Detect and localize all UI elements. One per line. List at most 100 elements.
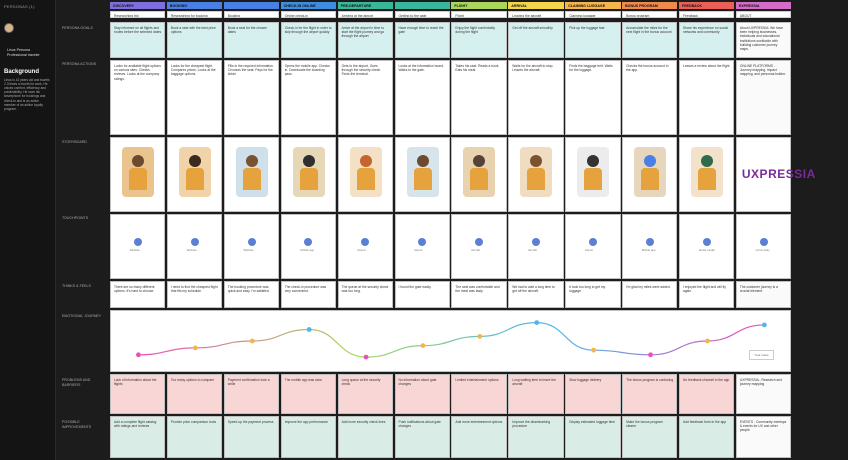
- thinks-cell[interactable]: I found the gate easily.: [394, 281, 450, 308]
- touchpoint-icon[interactable]: [361, 238, 370, 246]
- stage-header-12[interactable]: EXPRESSIA: [735, 2, 792, 9]
- improve-cell[interactable]: Display estimated luggage time: [565, 416, 621, 458]
- goals-cell[interactable]: Enjoy the flight comfortably during the …: [451, 22, 507, 58]
- improve-cell[interactable]: Add more entertainment options: [451, 416, 507, 458]
- touchpoint-cell[interactable]: [735, 214, 792, 279]
- thinks-cell[interactable]: It took too long to get my luggage.: [565, 281, 621, 308]
- touchpoint-cell[interactable]: [337, 214, 393, 279]
- problems-cell[interactable]: UXPRESSIA - Research and journey mapping: [735, 374, 792, 414]
- thinks-cell[interactable]: The seat was comfortable and the meal wa…: [451, 281, 507, 308]
- actions-cell[interactable]: ONLINE PLATFORMS - Journey mapping, impa…: [735, 60, 792, 135]
- substage-12[interactable]: ABOUT: [735, 11, 792, 18]
- substage-2[interactable]: Researching for booking: [166, 11, 223, 18]
- touchpoint-icon[interactable]: [702, 238, 711, 246]
- substage-4[interactable]: Online check-in: [280, 11, 337, 18]
- goals-cell[interactable]: Get off the aircraft smoothly: [508, 22, 564, 58]
- actions-cell[interactable]: Takes his seat. Reads a book. Eats his m…: [451, 60, 507, 135]
- actions-cell[interactable]: Finds the baggage belt. Waits for the lu…: [565, 60, 621, 135]
- touchpoint-cell[interactable]: [451, 214, 507, 279]
- touchpoint-icon[interactable]: [588, 238, 597, 246]
- problems-cell[interactable]: The bonus program is confusing: [622, 374, 678, 414]
- touchpoint-cell[interactable]: [110, 214, 166, 279]
- problems-cell[interactable]: Long waiting time to leave the aircraft: [508, 374, 564, 414]
- actions-cell[interactable]: Opens the mobile app. Checks in. Downloa…: [280, 60, 337, 135]
- goals-cell[interactable]: Book a seat with the best price options: [166, 22, 223, 58]
- stage-header-6[interactable]: [394, 2, 450, 9]
- touchpoint-cell[interactable]: [223, 214, 280, 279]
- touchpoint-cell[interactable]: [508, 214, 564, 279]
- touchpoint-cell[interactable]: [679, 214, 735, 279]
- actions-cell[interactable]: Leaves a review about the flight.: [679, 60, 735, 135]
- touchpoint-icon[interactable]: [190, 238, 199, 246]
- substage-10[interactable]: Bonus program: [622, 11, 678, 18]
- substage-6[interactable]: Getting to the gate: [394, 11, 450, 18]
- thinks-cell[interactable]: I enjoyed the flight and will fly again.: [679, 281, 735, 308]
- actions-cell[interactable]: Gets to the airport. Goes through the se…: [337, 60, 393, 135]
- stage-header-4[interactable]: CHECK-IN ONLINE: [280, 2, 337, 9]
- problems-cell[interactable]: Lack of information about the flights: [110, 374, 166, 414]
- touchpoint-icon[interactable]: [645, 238, 654, 246]
- problems-cell[interactable]: No feedback channel in the app: [679, 374, 735, 414]
- improve-cell[interactable]: Improve the disembarking procedure: [508, 416, 564, 458]
- problems-cell[interactable]: Slow luggage delivery: [565, 374, 621, 414]
- thinks-cell[interactable]: There are so many different options. It'…: [110, 281, 166, 308]
- improve-cell[interactable]: Push notifications about gate changes: [394, 416, 450, 458]
- goals-cell[interactable]: About UXPRESSIA: We have been helping bu…: [735, 22, 792, 58]
- touchpoint-icon[interactable]: [418, 238, 427, 246]
- actions-cell[interactable]: Checks the bonus account in the app.: [622, 60, 678, 135]
- thinks-cell[interactable]: We had to wait a long time to get off th…: [508, 281, 564, 308]
- stage-header-1[interactable]: DISCOVERY: [110, 2, 166, 9]
- goals-cell[interactable]: Stay informed on all flights and routes …: [110, 22, 166, 58]
- touchpoint-cell[interactable]: [166, 214, 223, 279]
- goals-cell[interactable]: Book a seat for the chosen dates: [223, 22, 280, 58]
- goals-cell[interactable]: Have enough time to reach the gate: [394, 22, 450, 58]
- goals-cell[interactable]: Accumulate the miles for the next flight…: [622, 22, 678, 58]
- stage-header-11[interactable]: FEEDBACK: [679, 2, 735, 9]
- stage-header-10[interactable]: BONUS PROGRAM: [622, 2, 678, 9]
- actions-cell[interactable]: Looks at the information board. Walks to…: [394, 60, 450, 135]
- touchpoint-icon[interactable]: [532, 238, 540, 246]
- substage-7[interactable]: Flight: [451, 11, 507, 18]
- touchpoint-cell[interactable]: [280, 214, 337, 279]
- problems-cell[interactable]: No information about gate changes: [394, 374, 450, 414]
- stage-header-8[interactable]: ARRIVAL: [508, 2, 564, 9]
- improve-cell[interactable]: EVENTS - Community meetups & events for …: [735, 416, 792, 458]
- persona-avatar[interactable]: [4, 23, 14, 33]
- actions-cell[interactable]: Waits for the aircraft to stop. Leaves t…: [508, 60, 564, 135]
- problems-cell[interactable]: Long queue at the security check: [337, 374, 393, 414]
- thinks-cell[interactable]: I'm glad my miles were added.: [622, 281, 678, 308]
- stage-header-9[interactable]: CLAIMING LUGGAGE: [565, 2, 621, 9]
- touchpoint-icon[interactable]: [247, 238, 256, 246]
- stage-header-3[interactable]: [223, 2, 280, 9]
- problems-cell[interactable]: Too many options to compare: [166, 374, 223, 414]
- thinks-cell[interactable]: I need to find the cheapest flight that …: [166, 281, 223, 308]
- substage-8[interactable]: Leaving the aircraft: [508, 11, 564, 18]
- improve-cell[interactable]: Add more security check lines: [337, 416, 393, 458]
- thinks-cell[interactable]: The customer journey is a crucial elemen…: [735, 281, 792, 308]
- goals-cell[interactable]: Arrive at the airport in time to start t…: [337, 22, 393, 58]
- stage-header-7[interactable]: FLIGHT: [451, 2, 507, 9]
- goals-cell[interactable]: Check-in for the flight in order to skip…: [280, 22, 337, 58]
- stage-header-5[interactable]: PRE-DEPARTURE: [337, 2, 393, 9]
- actions-cell[interactable]: Fills in the required information. Choos…: [223, 60, 280, 135]
- improve-cell[interactable]: Add a complete flight catalog with ratin…: [110, 416, 166, 458]
- storyboard-cell[interactable]: [735, 137, 792, 212]
- stage-header-2[interactable]: BOOKING: [166, 2, 223, 9]
- touchpoint-icon[interactable]: [475, 238, 484, 246]
- improve-cell[interactable]: Improve the app performance: [280, 416, 337, 458]
- substage-3[interactable]: Booking: [223, 11, 280, 18]
- problems-cell[interactable]: Limited entertainment options: [451, 374, 507, 414]
- touchpoint-cell[interactable]: [622, 214, 678, 279]
- actions-cell[interactable]: Looks for available flight options on va…: [110, 60, 166, 135]
- goals-cell[interactable]: Share his experience on social networks …: [679, 22, 735, 58]
- substage-1[interactable]: Researching trip: [110, 11, 166, 18]
- thinks-cell[interactable]: The booking procedure was quick and easy…: [223, 281, 280, 308]
- substage-9[interactable]: Claiming luggage: [565, 11, 621, 18]
- actions-cell[interactable]: Looks for the cheapest flight. Compares …: [166, 60, 223, 135]
- touchpoint-cell[interactable]: [565, 214, 621, 279]
- touchpoint-icon[interactable]: [133, 238, 142, 246]
- improve-cell[interactable]: Make the bonus program clearer: [622, 416, 678, 458]
- improve-cell[interactable]: Speed up the payment process: [223, 416, 280, 458]
- substage-5[interactable]: Arriving at the airport: [337, 11, 393, 18]
- touchpoint-icon[interactable]: [759, 238, 768, 246]
